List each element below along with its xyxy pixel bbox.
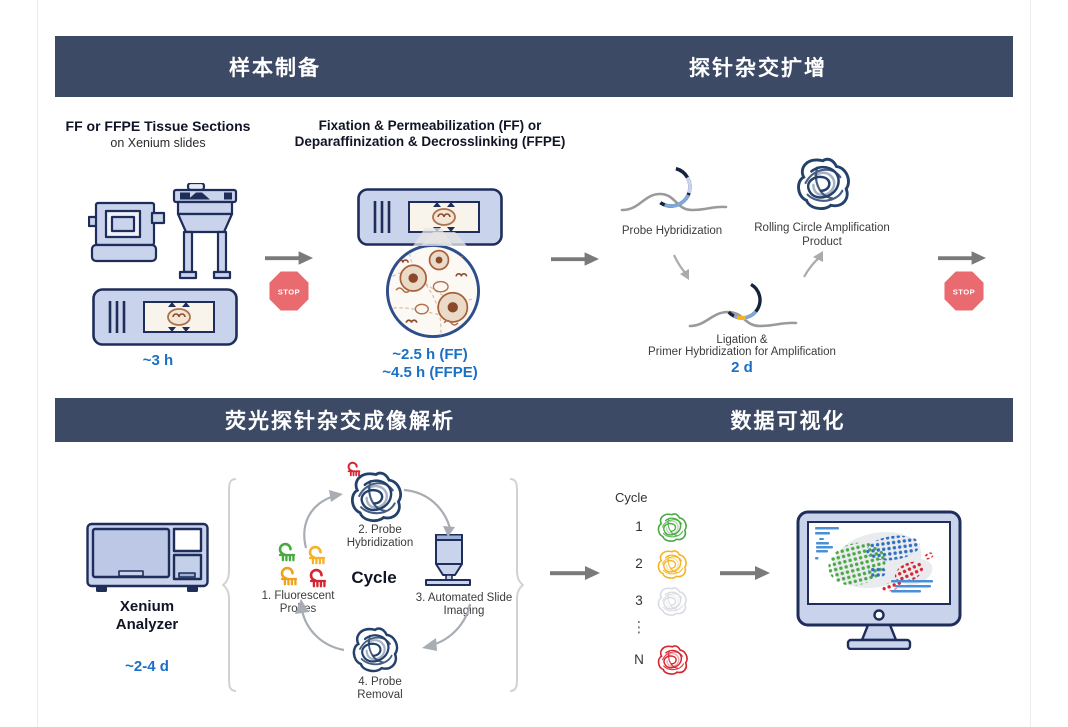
cycle-row-1-label: 1 (635, 519, 643, 534)
cycle-arrow-1-2 (303, 490, 343, 549)
cycle-step4-line1: 4. Probe (358, 676, 402, 688)
left-brace (222, 478, 237, 692)
banner-sample-prep: 样本制备 (229, 56, 321, 80)
sample-prep-subtitle: on Xenium slides (110, 136, 206, 150)
stop-text: STOP (953, 287, 976, 296)
arrow-right-icon (550, 566, 600, 580)
banner-probe-amp: 探针杂交扩增 (689, 56, 827, 80)
stop-sign-icon: STOP (944, 271, 984, 311)
screen-legend-text (815, 527, 933, 593)
analyzer-name-line1: Xenium (119, 598, 175, 615)
ligation-icon (688, 280, 798, 328)
right-brace (509, 478, 524, 692)
monitor-button (873, 609, 885, 621)
monitor-icon (796, 510, 962, 650)
analyzer-duration: ~2-4 d (125, 658, 169, 675)
cycle-row-ellipsis: ⋮ (631, 619, 647, 636)
stop-sign-icon: STOP (269, 271, 309, 311)
ligation-label-line2: Primer Hybridization for Amplification (648, 346, 836, 358)
xenium-slide-icon (92, 288, 238, 346)
fixation-duration-ff: ~2.5 h (FF) (392, 346, 468, 363)
fixation-duration-ffpe: ~4.5 h (FFPE) (382, 364, 478, 381)
cycle-row-1-tangle (656, 511, 688, 543)
cycle-row-2-tangle (656, 548, 688, 580)
screen-plot (815, 527, 934, 593)
probe-hyb-tangle-icon (348, 468, 404, 524)
fixation-title-line2: Deparaffinization & Decrosslinking (FFPE… (294, 134, 566, 149)
arrow-up-curve-icon (803, 251, 823, 278)
xenium-analyzer-icon (86, 522, 209, 592)
cycle-step2-line2: Hybridization (346, 537, 414, 549)
banner-visualization: 数据可视化 (730, 410, 846, 433)
arrow-down-curve-icon (672, 254, 689, 280)
cycle-center-label: Cycle (351, 568, 397, 587)
sample-prep-duration: ~3 h (142, 352, 174, 369)
rca-product-icon (794, 152, 852, 214)
right-page-border (1030, 0, 1031, 727)
magnified-tissue-icon (385, 243, 481, 339)
probe-hybridization-icon (620, 166, 728, 212)
analyzer-name-line2: Analyzer (115, 616, 179, 633)
cycle-step2-line1: 2. Probe (358, 524, 402, 536)
cycle-row-3-tangle (656, 585, 688, 617)
probe-green (278, 542, 296, 562)
arrow-right-icon (551, 252, 599, 266)
cycle-row-2-label: 2 (635, 556, 643, 571)
fixation-title-line1: Fixation & Permeabilization (FF) or (318, 118, 542, 133)
tissue-instruments-icon (88, 183, 238, 280)
arrow-right-icon (265, 251, 313, 265)
probe-red (309, 568, 327, 588)
cycle-row-3-label: 3 (635, 593, 643, 608)
sample-prep-title: FF or FFPE Tissue Sections (65, 118, 251, 134)
cycle-step3-line1: 3. Automated Slide (415, 592, 513, 604)
cycle-arrow-2-3 (403, 488, 455, 537)
probe-hybridization-label: Probe Hybridization (621, 225, 723, 237)
ligation-label-line1: Ligation & (716, 334, 768, 346)
cycle-arrow-3-4 (422, 603, 472, 651)
left-page-border (37, 0, 38, 727)
cycle-arrow-4-1 (295, 599, 345, 652)
arrow-right-icon (938, 251, 986, 265)
cycle-step4-line2: Removal (357, 689, 403, 701)
top-banner: 样本制备 探针杂交扩增 (55, 36, 1013, 97)
amplification-duration: 2 d (731, 359, 753, 376)
rca-label-line2: Product (802, 236, 842, 248)
zoom-beam (413, 228, 453, 246)
probe-orange (280, 566, 298, 586)
cycle-row-n-label: N (634, 652, 644, 667)
probe-removal-tangle-icon (350, 624, 400, 674)
banner-imaging: 荧光探针杂交成像解析 (225, 410, 455, 433)
arrow-right-icon (720, 566, 770, 580)
rca-label-line1: Rolling Circle Amplification (754, 222, 890, 234)
bottom-banner: 荧光探针杂交成像解析 数据可视化 (55, 398, 1013, 442)
cycle-step3-line2: Imaging (443, 605, 485, 617)
cycle-step1-line1: 1. Fluorescent (261, 590, 335, 602)
stop-text: STOP (278, 287, 301, 296)
objective-lens-icon (425, 534, 471, 586)
cycle-list-header: Cycle (615, 490, 648, 505)
cycle-row-n-tangle (656, 643, 689, 676)
